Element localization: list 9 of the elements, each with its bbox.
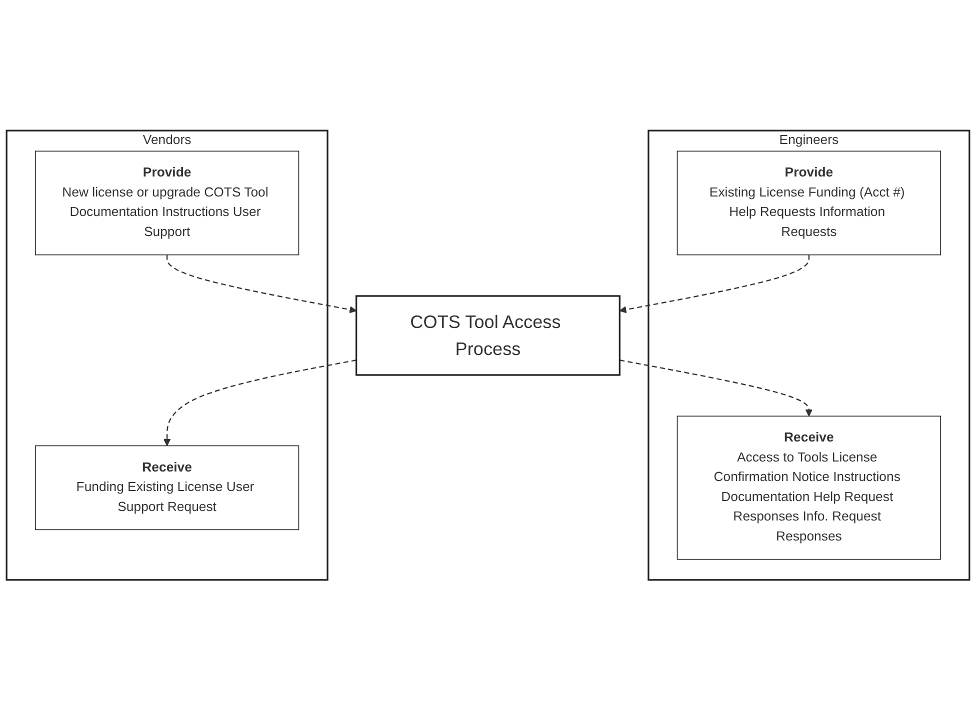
node-box: Provide New license or upgrade COTS Tool Documentation Instructions User Support (34, 151, 300, 256)
node-box: COTS Tool Access Process (356, 295, 620, 376)
arrow (166, 255, 357, 314)
arrow (619, 255, 810, 314)
node-box: Receive Funding Existing License User Support Request (34, 446, 300, 530)
node-box: Provide Existing License Funding (Acct #) Help Requests Information Requests (676, 151, 942, 256)
arrow (620, 360, 813, 417)
node-box: Receive Access to Tools License Confirmation Notice Instructions Documentation Help Request Responses Info. Request Responses (676, 416, 942, 560)
arrow (163, 360, 356, 446)
